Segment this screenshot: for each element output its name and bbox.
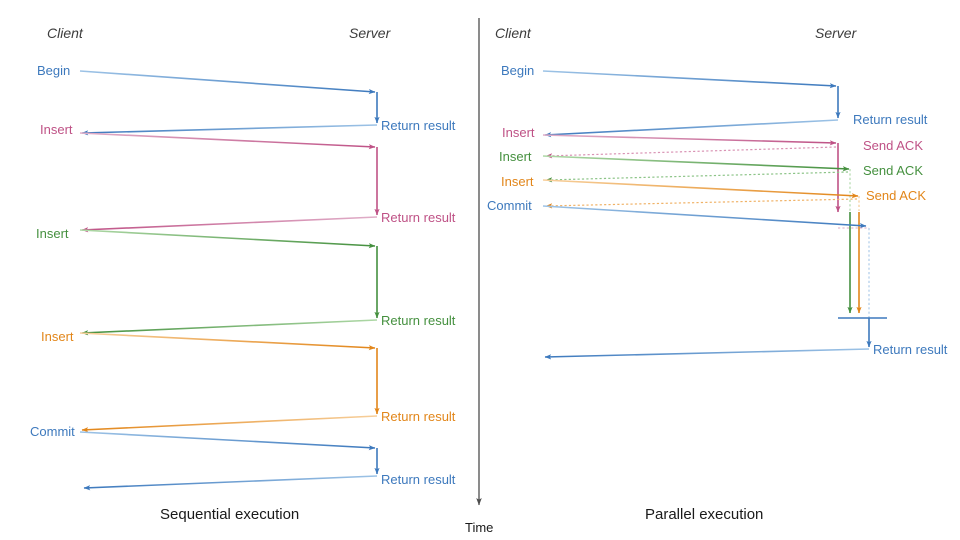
left-panel-caption: Sequential execution [160,506,300,523]
right-msg-ack-3: Send ACK [866,188,926,203]
arrow-p-insert1-request [542,134,837,146]
arrow-insert1-response [81,216,378,233]
arrow-begin-response [81,124,378,136]
right-msg-begin: Begin [501,63,535,78]
left-actor-client-label: Client [47,25,83,41]
time-axis-label: Time [465,520,494,535]
right-msg-ack-1: Send ACK [863,138,923,153]
arrow-p-insert2-ack [545,171,849,183]
right-msg-insert-2: Insert [499,149,532,164]
arrow-insert2-request [79,229,376,249]
arrow-commit-response [83,475,378,491]
arrow-insert3-request [79,332,376,351]
left-msg-begin: Begin [37,63,71,78]
sequential-panel-arrows [79,70,380,491]
left-msg-return-2: Return result [381,210,456,225]
arrow-p-commit-request [542,205,867,229]
left-msg-return-4: Return result [381,409,456,424]
left-msg-return-1: Return result [381,118,456,133]
left-actor-server-label: Server [349,25,391,41]
arrow-insert2-response [81,319,378,336]
left-msg-insert-1: Insert [40,122,73,137]
arrow-commit-request [79,431,376,451]
left-msg-insert-2: Insert [36,226,69,241]
arrow-p-insert3-request [542,179,859,199]
arrow-p-insert3-ack [545,198,858,209]
right-msg-insert-1: Insert [502,125,535,140]
arrow-p-begin-request [542,70,837,89]
right-msg-ack-2: Send ACK [863,163,923,178]
arrow-insert1-request [79,132,376,150]
right-actor-client-label: Client [495,25,531,41]
left-msg-return-5: Return result [381,472,456,487]
right-msg-insert-3: Insert [501,174,534,189]
left-msg-insert-3: Insert [41,329,74,344]
arrow-begin-request [79,70,376,95]
right-panel-caption: Parallel execution [645,506,764,523]
right-msg-commit: Commit [487,198,532,213]
left-msg-return-3: Return result [381,313,456,328]
arrow-p-begin-response [544,119,839,138]
left-msg-commit: Commit [30,424,75,439]
right-msg-return-1: Return result [853,112,928,127]
right-msg-return-2: Return result [873,342,948,357]
arrow-p-insert2-request [542,155,850,172]
arrow-p-commit-response [544,348,870,360]
right-actor-server-label: Server [815,25,857,41]
parallel-panel-arrows [542,70,887,360]
arrow-insert3-response [81,415,378,433]
arrow-p-insert1-ack [545,146,837,159]
